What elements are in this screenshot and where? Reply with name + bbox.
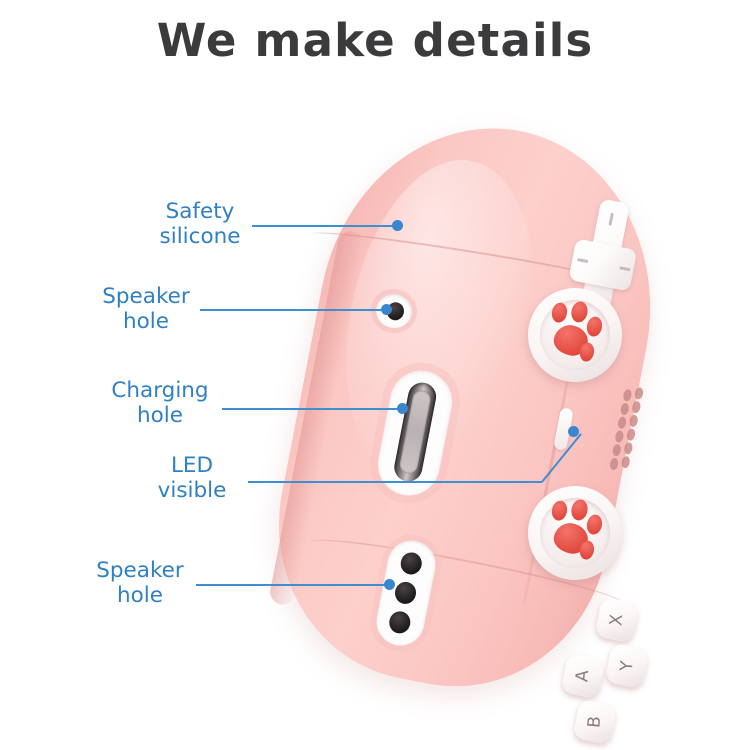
button-y-label: Y — [616, 659, 638, 673]
usb-c-port — [391, 380, 439, 484]
grille-hole — [614, 429, 625, 444]
button-b-label: B — [584, 715, 606, 729]
leader-dot-speaker-hole-bottom — [384, 579, 395, 590]
callout-label-led-visible: LED visible — [157, 453, 227, 503]
paw-print-icon — [534, 294, 616, 376]
dpad-horizontal-arm — [568, 238, 638, 292]
speaker-pit — [393, 580, 418, 606]
leader-line-charging-hole — [222, 408, 406, 410]
leader-dot-speaker-hole-top — [381, 304, 392, 315]
leader-line-speaker-hole-top — [200, 309, 390, 311]
button-x[interactable]: X — [594, 596, 640, 644]
button-x-label: X — [606, 613, 628, 627]
leader-dot-safety-silicone — [392, 220, 403, 231]
grille-hole — [611, 443, 622, 457]
paw-print-icon — [534, 492, 616, 574]
grille-hole — [619, 402, 630, 416]
grille-hole — [625, 428, 637, 442]
grille-hole — [633, 386, 645, 401]
leader-dot-led-visible — [568, 426, 579, 437]
grille-hole — [631, 400, 642, 414]
leader-line-safety-silicone — [252, 225, 400, 227]
speaker-pit — [398, 550, 424, 577]
grille-hole — [617, 416, 628, 430]
callout-label-speaker-hole-top: Speaker hole — [102, 284, 190, 334]
grille-hole — [622, 388, 633, 402]
button-a-label: A — [572, 669, 594, 683]
button-y[interactable]: Y — [604, 642, 650, 690]
button-a[interactable]: A — [560, 652, 606, 700]
grille-hole — [620, 455, 631, 469]
speaker-pit — [387, 609, 413, 636]
leader-line-led-visible — [248, 481, 542, 483]
callout-label-speaker-hole-bottom: Speaker hole — [96, 558, 184, 608]
leader-dot-charging-hole — [397, 403, 408, 414]
grille-hole — [608, 457, 620, 471]
button-b[interactable]: B — [572, 698, 618, 746]
page-title: We make details — [156, 14, 594, 67]
callout-label-charging-hole: Charging hole — [111, 378, 209, 428]
leader-line-speaker-hole-bottom — [196, 584, 392, 586]
callout-label-safety-silicone: Safety silicone — [159, 199, 241, 249]
grille-hole — [623, 441, 634, 456]
usb-c-port-inner — [398, 389, 433, 475]
grille-hole — [628, 414, 639, 428]
